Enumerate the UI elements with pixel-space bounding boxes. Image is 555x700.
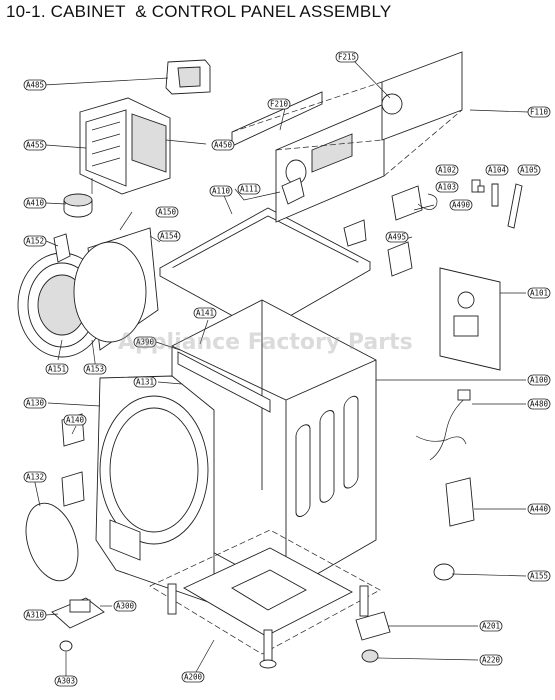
svg-text:A152: A152 — [26, 237, 44, 246]
callout-A495: A495 — [385, 231, 409, 243]
svg-text:A100: A100 — [530, 376, 549, 385]
callout-A490: A490 — [449, 199, 473, 211]
small-fittings-part — [281, 177, 523, 277]
front-panel-part — [95, 375, 215, 605]
callout-A450: A450 — [211, 139, 235, 151]
callout-A105: A105 — [517, 164, 541, 176]
callout-A201: A201 — [479, 620, 503, 632]
callout-A102: A102 — [435, 164, 459, 176]
svg-text:A490: A490 — [452, 201, 471, 210]
watermark: Appliance Factory Parts — [118, 330, 413, 355]
callout-A152: A152 — [23, 235, 47, 247]
wire-harness-part — [415, 389, 475, 581]
door-assembly-part — [17, 227, 159, 358]
svg-text:A410: A410 — [26, 199, 45, 208]
svg-text:A141: A141 — [196, 309, 214, 318]
svg-text:A150: A150 — [158, 208, 177, 217]
callout-A132: A132 — [23, 471, 47, 483]
gasket-ring-part — [25, 413, 85, 582]
svg-text:A110: A110 — [212, 187, 231, 196]
svg-text:A105: A105 — [520, 166, 538, 175]
svg-text:A131: A131 — [136, 378, 154, 387]
callout-A131: A131 — [133, 376, 157, 388]
callout-A303: A303 — [54, 675, 78, 687]
svg-text:A455: A455 — [26, 141, 44, 150]
callout-A103: A103 — [435, 181, 459, 193]
callout-A150: A150 — [155, 206, 179, 218]
svg-text:A201: A201 — [482, 622, 500, 631]
knob-part — [63, 178, 93, 218]
pcb-cover-part — [165, 59, 211, 95]
callout-A100: A100 — [527, 374, 551, 386]
svg-text:A450: A450 — [214, 141, 233, 150]
callout-A141: A141 — [193, 307, 217, 319]
control-panel-part — [231, 51, 463, 223]
base-frame-part — [149, 529, 391, 669]
callout-A440: A440 — [527, 503, 551, 515]
svg-text:A111: A111 — [240, 185, 258, 194]
svg-text:A101: A101 — [530, 289, 548, 298]
rear-panel-part — [439, 267, 501, 371]
svg-text:A310: A310 — [26, 611, 45, 620]
svg-text:A103: A103 — [438, 183, 456, 192]
main-pcb-assembly-part — [79, 97, 171, 195]
callout-A200: A200 — [181, 671, 205, 683]
svg-text:F215: F215 — [338, 53, 356, 62]
svg-text:A140: A140 — [66, 416, 85, 425]
svg-text:A153: A153 — [86, 365, 104, 374]
callout-A455: A455 — [23, 139, 47, 151]
callout-A153: A153 — [83, 363, 107, 375]
svg-text:A155: A155 — [530, 572, 548, 581]
service-cover-part — [51, 597, 105, 652]
callout-F110: F110 — [527, 106, 551, 118]
callout-A390: A390 — [133, 336, 157, 348]
svg-text:A300: A300 — [116, 602, 135, 611]
svg-text:A200: A200 — [184, 673, 203, 682]
svg-text:A220: A220 — [482, 656, 501, 665]
cabinet-body-part — [171, 299, 377, 593]
callout-A300: A300 — [113, 600, 137, 612]
svg-text:A102: A102 — [438, 166, 456, 175]
callout-A220: A220 — [479, 654, 503, 666]
callout-A151: A151 — [45, 363, 69, 375]
svg-text:A495: A495 — [388, 233, 406, 242]
svg-text:A104: A104 — [488, 166, 507, 175]
callout-A111: A111 — [237, 183, 261, 195]
callout-A155: A155 — [527, 570, 551, 582]
callout-A154: A154 — [157, 230, 181, 242]
callout-F215: F215 — [335, 51, 359, 63]
svg-text:A390: A390 — [136, 338, 155, 347]
callout-A485: A485 — [23, 79, 47, 91]
svg-text:A130: A130 — [26, 399, 45, 408]
callout-labels: A485 F215 F210 F110 A455 A450 A410 A111 … — [23, 51, 551, 687]
callout-F210: F210 — [267, 98, 291, 110]
callout-A410: A410 — [23, 197, 47, 209]
callout-A104: A104 — [485, 164, 509, 176]
callout-A310: A310 — [23, 609, 47, 621]
callout-A101: A101 — [527, 287, 551, 299]
svg-text:A303: A303 — [57, 677, 75, 686]
svg-text:F110: F110 — [530, 108, 549, 117]
svg-text:A154: A154 — [160, 232, 179, 241]
svg-text:F210: F210 — [270, 100, 289, 109]
callout-A480: A480 — [527, 398, 551, 410]
callout-A130: A130 — [23, 397, 47, 409]
svg-text:A485: A485 — [26, 81, 44, 90]
svg-text:A480: A480 — [530, 400, 549, 409]
svg-text:A132: A132 — [26, 473, 44, 482]
page-title: 10-1. CABINET & CONTROL PANEL ASSEMBLY — [6, 2, 392, 21]
svg-text:A440: A440 — [530, 505, 549, 514]
callout-A140: A140 — [63, 414, 87, 426]
top-plate-part — [159, 207, 371, 333]
callout-A110: A110 — [209, 185, 233, 197]
svg-text:A151: A151 — [48, 365, 66, 374]
leader-lines — [33, 56, 529, 676]
